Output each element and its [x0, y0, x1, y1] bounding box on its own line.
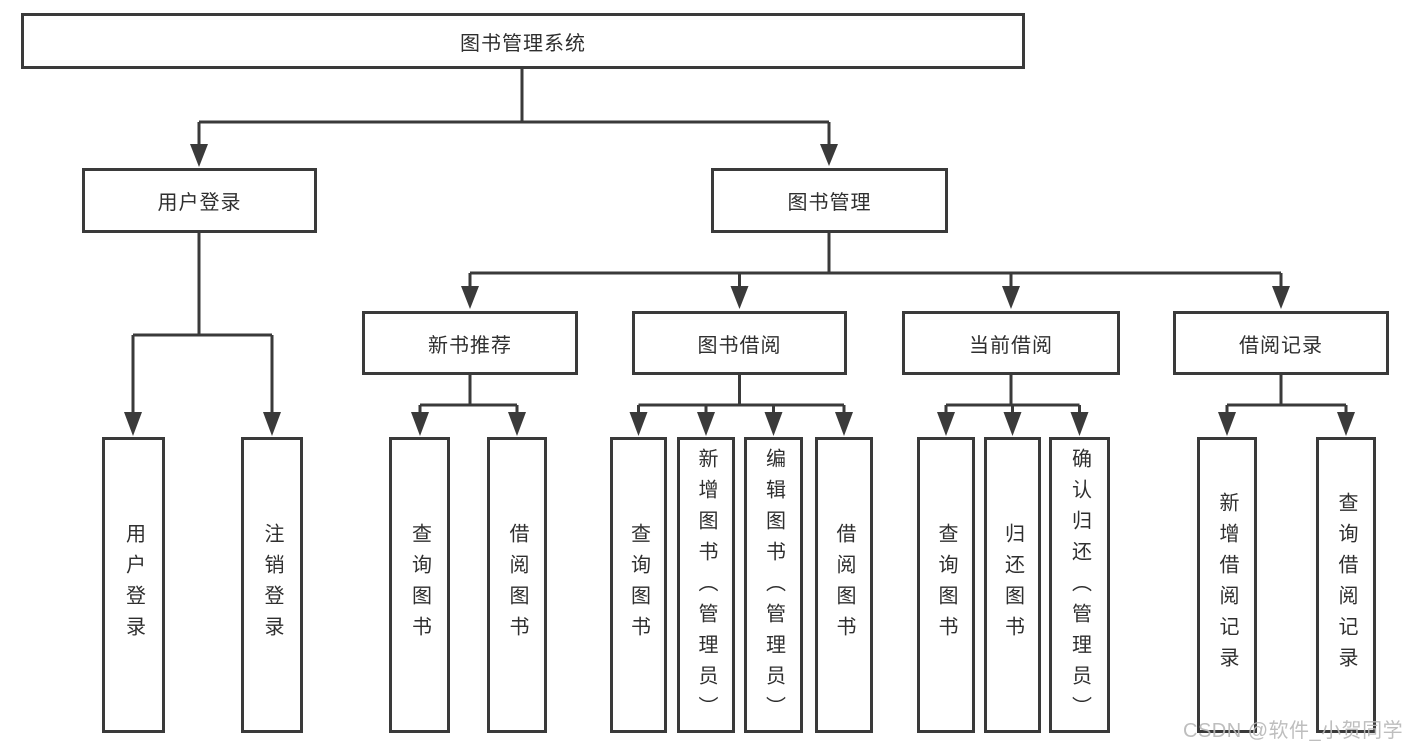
arrowhead [629, 412, 648, 436]
node-user-login: 用户登录 [82, 168, 317, 233]
node-borrow-records: 借阅记录 [1173, 311, 1389, 375]
edges-book-borrow [629, 375, 853, 436]
arrowhead [937, 412, 955, 436]
leaf-add-book-admin: 新增图书（管理员） [677, 437, 735, 733]
arrowhead [1337, 412, 1355, 436]
csdn-watermark: CSDN @软件_小贺同学 [1183, 720, 1404, 742]
node-current-borrow: 当前借阅 [902, 311, 1120, 375]
node-new-book-recommend: 新书推荐 [362, 311, 578, 375]
leaf-query-books-borrow: 查询图书 [610, 437, 667, 733]
leaf-confirm-return-admin: 确认归还（管理员） [1049, 437, 1110, 733]
arrowhead [124, 412, 142, 436]
leaf-add-borrow-record: 新增借阅记录 [1197, 437, 1257, 733]
arrowhead [1003, 412, 1022, 436]
leaf-query-books-recommend: 查询图书 [389, 437, 450, 733]
arrowhead [730, 286, 749, 309]
leaf-logout: 注销登录 [241, 437, 303, 733]
arrowhead [461, 286, 479, 309]
node-library-system: 图书管理系统 [21, 13, 1025, 69]
leaf-query-books-current: 查询图书 [917, 437, 975, 733]
node-book-management: 图书管理 [711, 168, 948, 233]
arrowhead [1070, 412, 1089, 436]
arrowhead [697, 412, 715, 436]
arrowhead [508, 412, 526, 436]
leaf-user-login: 用户登录 [102, 437, 165, 733]
leaf-edit-book-admin: 编辑图书（管理员） [744, 437, 803, 733]
node-book-borrow: 图书借阅 [632, 311, 847, 375]
arrowhead [1002, 286, 1020, 309]
leaf-borrow-books: 借阅图书 [815, 437, 873, 733]
arrowhead [411, 412, 429, 436]
arrowhead [1272, 286, 1290, 309]
arrowhead [820, 144, 838, 166]
arrowhead [764, 412, 783, 436]
edges-current-borrow [937, 375, 1089, 436]
arrowhead [190, 144, 208, 167]
edges-user-login [124, 232, 281, 436]
arrowhead [1218, 412, 1236, 436]
leaf-return-book: 归还图书 [984, 437, 1041, 733]
edges-new-book-rec [411, 375, 526, 436]
arrowhead [263, 412, 281, 436]
edges-book-management [461, 232, 1290, 309]
edges-borrow-records [1218, 375, 1355, 436]
edges-root-to-level2 [190, 69, 838, 167]
leaf-query-borrow-record: 查询借阅记录 [1316, 437, 1376, 733]
arrowhead [835, 412, 853, 436]
leaf-borrow-books-recommend: 借阅图书 [487, 437, 547, 733]
